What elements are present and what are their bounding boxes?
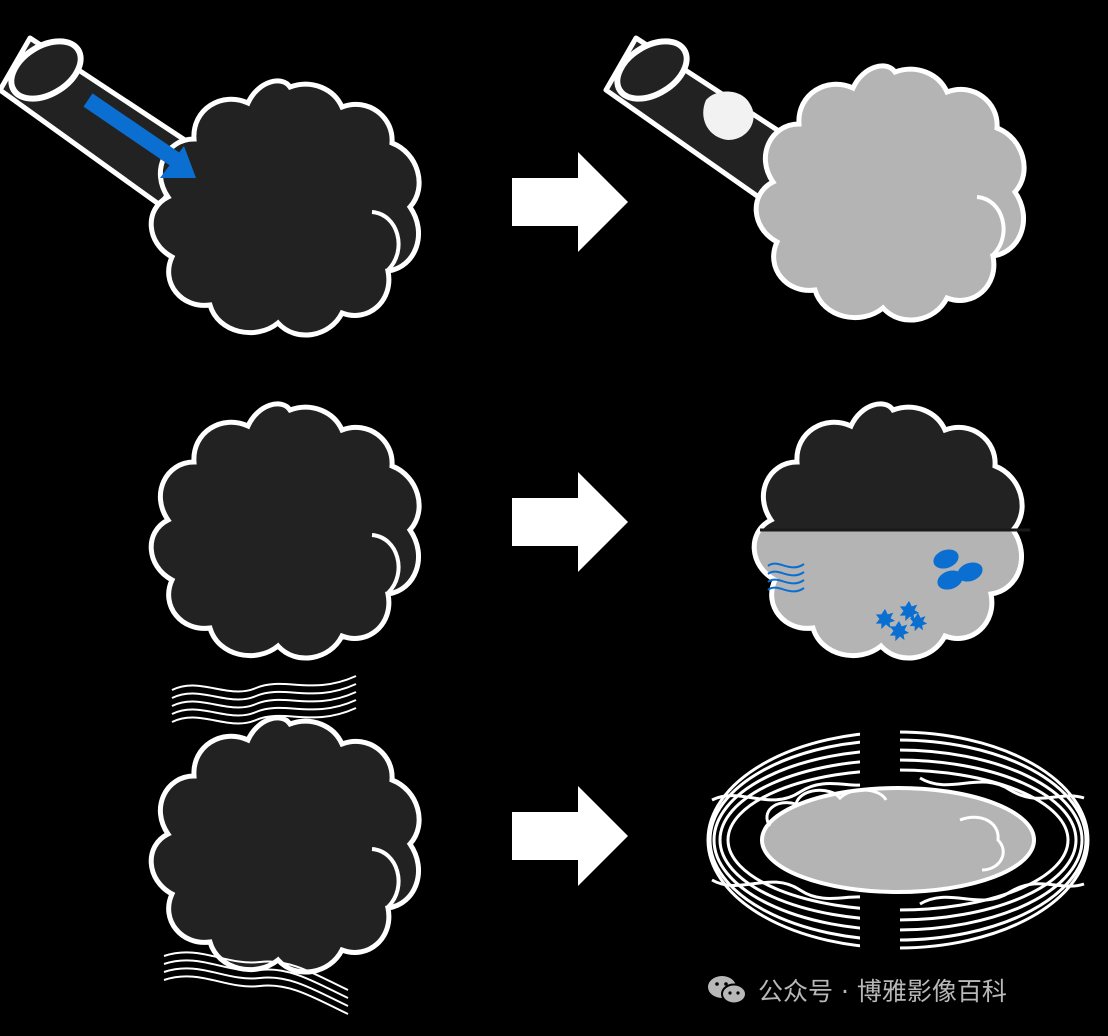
blue-arrow bbox=[83, 93, 196, 178]
process-arrow-3 bbox=[512, 786, 628, 886]
wave-lines-bottom-left bbox=[163, 951, 349, 1015]
needle-left bbox=[0, 35, 203, 208]
row-injection bbox=[0, 35, 1024, 336]
blue-ovals bbox=[933, 549, 983, 590]
cloud-dark-left-1 bbox=[151, 81, 419, 335]
cloud-grey-right-1 bbox=[756, 66, 1024, 320]
cloud-dark-left-3 bbox=[151, 718, 419, 972]
flattened-cloud-right-3 bbox=[706, 730, 1090, 952]
watermark-text: 公众号 · 博雅影像百科 bbox=[758, 977, 1007, 1006]
cloud-half-right-2 bbox=[740, 390, 1030, 670]
watermark: 公众号 · 博雅影像百科 bbox=[706, 972, 1007, 1008]
process-arrow-2 bbox=[512, 472, 628, 572]
blue-wave-lines bbox=[767, 562, 805, 593]
cloud-dark-left-2 bbox=[151, 404, 419, 658]
row-vibration bbox=[151, 675, 1090, 1015]
row-sedimentation bbox=[151, 390, 1030, 670]
process-arrow-1 bbox=[512, 152, 628, 252]
needle-right bbox=[603, 35, 811, 208]
wave-lines-top-left bbox=[171, 675, 357, 725]
wechat-icon bbox=[708, 976, 747, 1005]
